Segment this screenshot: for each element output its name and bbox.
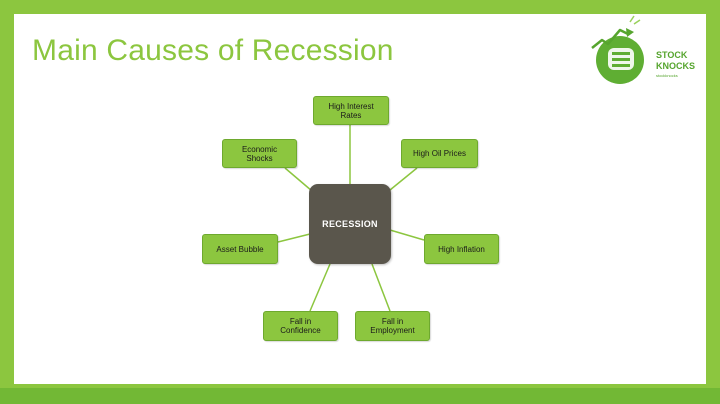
- logo-text-stock: STOCK: [656, 50, 688, 60]
- connector-high-oil-prices: [389, 167, 418, 191]
- connector-high-inflation: [389, 229, 425, 241]
- cause-node-high-interest-rates: High Interest Rates: [313, 96, 389, 125]
- fist-with-rising-arrow-icon: [591, 15, 644, 84]
- connector-asset-bubble: [277, 233, 311, 243]
- connector-economic-shocks: [284, 167, 313, 192]
- slide-title: Main Causes of Recession: [32, 34, 394, 67]
- logo-text-knocks: KNOCKS: [656, 61, 696, 71]
- stock-knocks-logo: STOCK KNOCKS stockknocks: [586, 12, 698, 94]
- logo-tagline: stockknocks: [656, 73, 678, 78]
- cause-node-asset-bubble: Asset Bubble: [202, 234, 278, 264]
- bottom-band: [0, 388, 720, 404]
- center-node-recession: RECESSION: [309, 184, 391, 264]
- cause-node-fall-in-confidence: Fall in Confidence: [263, 311, 338, 341]
- cause-node-economic-shocks: Economic Shocks: [222, 139, 297, 168]
- cause-node-fall-in-employment: Fall in Employment: [355, 311, 430, 341]
- connector-fall-in-employment: [371, 263, 391, 312]
- connector-fall-in-confidence: [309, 263, 331, 312]
- cause-node-high-inflation: High Inflation: [424, 234, 499, 264]
- cause-node-high-oil-prices: High Oil Prices: [401, 139, 478, 168]
